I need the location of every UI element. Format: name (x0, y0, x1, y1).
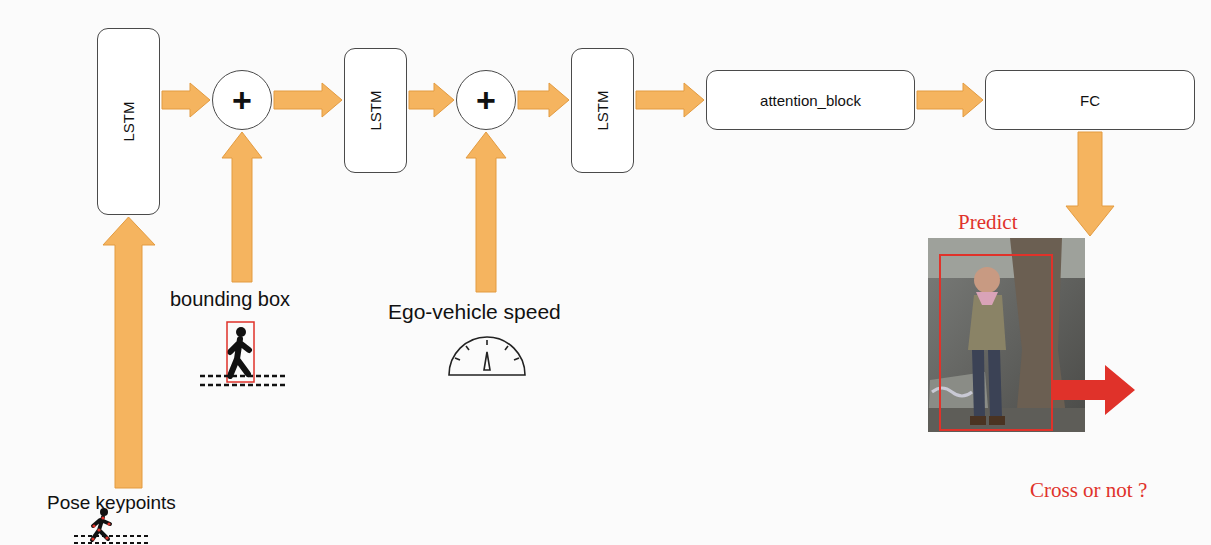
node-text: LSTM (120, 101, 137, 141)
lstm-block: LSTM (344, 48, 407, 173)
node-text: LSTM (594, 90, 611, 130)
lstm-block: LSTM (571, 48, 634, 173)
bounding-box-icon (200, 322, 288, 385)
fc-box: FC (985, 70, 1195, 130)
flow-arrow (162, 83, 210, 117)
input-arrow (103, 217, 155, 488)
pedestrian-photo (928, 238, 1135, 432)
node-text: attention_block (760, 92, 861, 109)
speedometer-icon (449, 337, 525, 375)
lstm-block: LSTM (97, 28, 160, 215)
attention-box: attention_block (706, 70, 915, 130)
input-arrow (466, 132, 506, 292)
node-text: + (476, 83, 496, 117)
input-label: Ego-vehicle speed (388, 300, 561, 324)
output-label: Predict (958, 210, 1017, 235)
flow-arrow (409, 83, 454, 117)
input-label: Pose keypoints (47, 492, 176, 514)
node-text: FC (1080, 92, 1100, 109)
node-text: + (232, 83, 252, 117)
flow-arrow (636, 83, 704, 117)
input-arrow (222, 132, 262, 282)
node-text: LSTM (367, 90, 384, 130)
flow-arrow (917, 83, 983, 117)
pose-icon (74, 508, 150, 543)
add-junction: + (456, 70, 516, 130)
output-label: Cross or not ? (1030, 478, 1147, 503)
output-arrow (1066, 132, 1114, 236)
input-label: bounding box (170, 288, 290, 311)
flow-arrow (274, 83, 342, 117)
add-junction: + (212, 70, 272, 130)
flow-arrow (518, 83, 569, 117)
